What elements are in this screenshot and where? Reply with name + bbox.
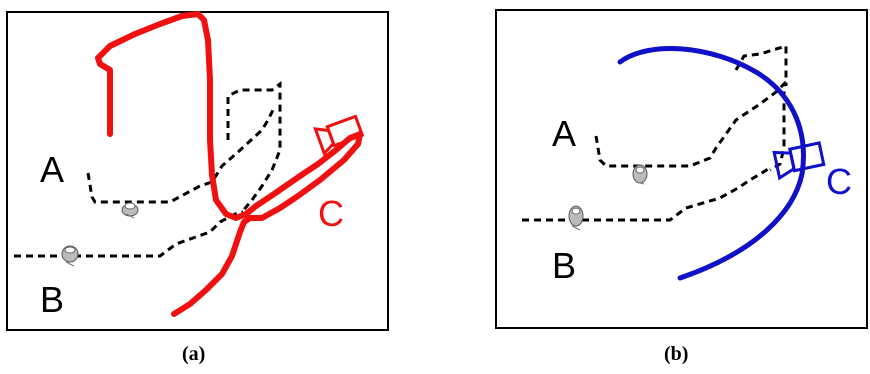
panel-a-label-b: B (40, 279, 64, 320)
panel-b-label-b: B (552, 245, 576, 286)
panel-b-label-a: A (552, 113, 576, 154)
panel-a-caption: (a) (182, 343, 205, 366)
panel-b-label-c: C (826, 161, 852, 202)
panel-a-label-a: A (40, 149, 64, 190)
panel-b-robot-a (633, 165, 647, 184)
panel-b: A B C (496, 10, 867, 328)
panel-a-label-c: C (318, 193, 344, 234)
panel-a: A B C (7, 12, 388, 330)
panel-b-caption: (b) (664, 343, 688, 366)
